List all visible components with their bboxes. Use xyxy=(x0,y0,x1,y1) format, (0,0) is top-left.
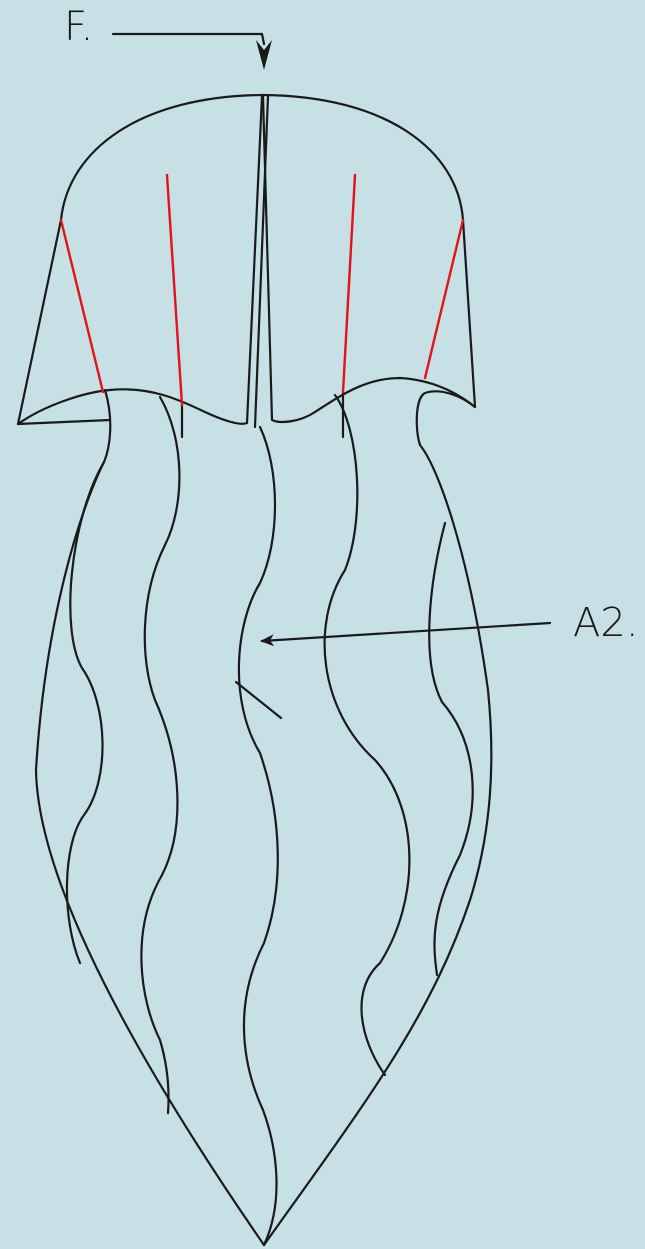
inner-seams xyxy=(67,395,473,1245)
label-f: F. xyxy=(64,4,93,50)
leader-line-f xyxy=(113,34,264,44)
label-a2: A2. xyxy=(573,600,639,646)
red-guide-lines xyxy=(61,175,463,405)
cap-outline xyxy=(18,95,475,445)
body-outline xyxy=(36,390,491,1245)
leader-line-a2 xyxy=(262,623,550,641)
